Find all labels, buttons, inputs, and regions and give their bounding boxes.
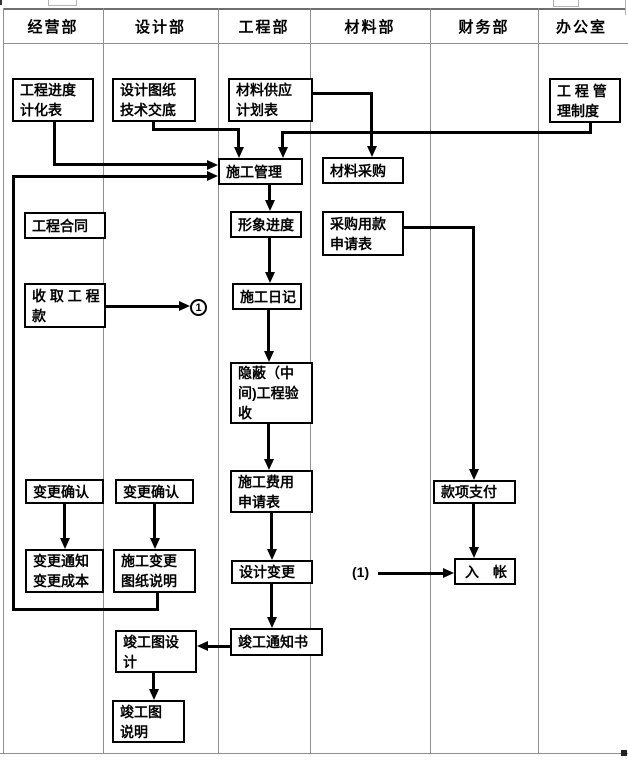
edge-asbuilt-notes-line — [152, 672, 155, 690]
edge-feedback-line-v1 — [156, 593, 159, 611]
edge-disclosure-line-v2 — [237, 128, 240, 148]
edge-feedback-line-v2 — [12, 175, 15, 611]
lane-header-design: 设计部 — [134, 18, 186, 36]
edge-diary-hidden-arrowhead — [264, 351, 274, 362]
edge-notice-asbuilt-arrowhead — [197, 641, 208, 651]
edge-progressplan-line-h — [53, 163, 208, 166]
edge-hidden-fee-arrowhead — [264, 459, 274, 470]
edge-disclosure-line-v1 — [152, 122, 155, 131]
edge-progress-diary-arrowhead — [265, 272, 275, 283]
edge-conn-book-line — [378, 572, 444, 575]
node-purchase-payment-request: 采购用款 申请表 — [322, 211, 404, 256]
lane-header-engineering: 工程部 — [238, 18, 290, 36]
node-bookkeeping: 入 帐 — [454, 558, 516, 585]
node-payment: 款项支付 — [433, 480, 516, 504]
edge-change-notice-line — [270, 583, 273, 618]
node-completion-notice: 竣工通知书 — [230, 628, 323, 656]
edge-conn-book-arrowhead — [443, 568, 454, 578]
edge-feedback-line-h1 — [12, 608, 159, 611]
edge-fee-change-arrowhead — [267, 549, 277, 560]
node-collect-payment: 收 取 工 程 款 — [24, 283, 106, 328]
lane-header-material: 材料部 — [344, 18, 396, 36]
edge-confirmdesign-line — [153, 503, 156, 539]
node-change-notice-cost: 变更通知 变更成本 — [25, 549, 104, 593]
scan-artifact-right-edge — [625, 0, 626, 15]
edge-supplyplan-line-v — [370, 92, 373, 147]
node-asbuilt-design: 竣工图设 计 — [115, 630, 197, 673]
edge-disclosure-arrowhead — [234, 147, 244, 158]
header-separator — [3, 43, 628, 44]
scan-artifact-top-right — [553, 0, 579, 7]
node-asbuilt-notes: 竣工图 说明 — [112, 700, 185, 743]
edge-rules-line-v2 — [281, 131, 284, 148]
scan-artifact-corner-left — [0, 0, 2, 5]
edge-purchase-payment-line-v — [472, 226, 475, 470]
edge-confirmbiz-line — [63, 503, 66, 539]
table-bottom-border — [0, 753, 628, 754]
node-construction-diary: 施工日记 — [232, 283, 302, 310]
node-material-supply-plan: 材料供应 计划表 — [228, 78, 313, 122]
edge-diary-hidden-line — [267, 309, 270, 352]
edge-payment-book-arrowhead — [469, 547, 479, 558]
column-line-5 — [538, 8, 539, 753]
edge-rules-line-v1 — [589, 122, 592, 134]
edge-confirmdesign-arrowhead — [150, 538, 160, 549]
lane-header-office: 办公室 — [555, 18, 607, 36]
node-construction-mgmt: 施工管理 — [218, 158, 303, 185]
edge-confirmbiz-arrowhead — [60, 538, 70, 549]
edge-purchase-payment-arrowhead — [469, 469, 479, 480]
edge-hidden-fee-line — [267, 424, 270, 460]
table-top-border — [3, 8, 625, 10]
edge-supplyplan-line-h — [312, 92, 373, 95]
edge-progressplan-line-v — [53, 122, 56, 165]
node-construction-fee-request: 施工费用 申请表 — [230, 470, 313, 513]
node-design-change: 设计变更 — [231, 560, 313, 584]
edge-asbuilt-notes-arrowhead — [149, 689, 159, 700]
edge-supplyplan-arrowhead — [367, 146, 377, 157]
column-line-4 — [430, 8, 431, 753]
edge-change-notice-arrowhead — [267, 617, 277, 628]
edge-disclosure-line-h — [152, 128, 240, 131]
node-design-disclosure: 设计图纸 技术交底 — [112, 78, 196, 122]
edge-notice-asbuilt-line — [207, 645, 230, 648]
scan-artifact-corner-bottom-right — [621, 750, 627, 756]
node-construction-change-drawing: 施工变更 图纸说明 — [113, 549, 196, 593]
edge-mgmt-progress-line — [268, 185, 271, 201]
edge-payment-book-line — [472, 503, 475, 548]
edge-feedback-line-h2 — [12, 175, 208, 178]
edge-progress-diary-line — [268, 238, 271, 273]
column-line-0 — [3, 8, 4, 753]
node-change-confirm-business: 变更确认 — [25, 479, 104, 504]
edge-feedback-arrowhead — [207, 171, 218, 181]
scan-artifact-top-left — [48, 0, 77, 6]
connector-1-paren: (1) — [352, 564, 370, 580]
node-progress-plan: 工程进度 计化表 — [12, 78, 94, 122]
node-change-confirm-design: 变更确认 — [115, 479, 194, 504]
node-contract: 工程合同 — [24, 212, 106, 239]
edge-mgmt-progress-arrowhead — [265, 200, 275, 211]
column-line-1 — [103, 8, 104, 753]
connector-1-circle: 1 — [190, 299, 207, 316]
edge-rules-line-h — [281, 131, 592, 134]
edge-fee-change-line — [270, 512, 273, 550]
node-hidden-acceptance: 隐蔽（中 间)工程验 收 — [230, 362, 313, 424]
lane-header-business: 经营部 — [27, 18, 79, 36]
node-material-purchase: 材料采购 — [322, 157, 404, 184]
edge-rules-arrowhead — [278, 147, 288, 158]
edge-purchase-payment-line-h — [404, 226, 475, 229]
node-management-rules: 工 程 管 理制度 — [549, 78, 621, 123]
edge-collect-conn-line — [106, 305, 180, 308]
edge-progressplan-arrowhead — [207, 160, 218, 170]
edge-collect-conn-arrowhead — [179, 301, 190, 311]
node-visual-progress: 形象进度 — [230, 211, 302, 238]
column-line-2 — [218, 8, 219, 753]
lane-header-finance: 财务部 — [458, 18, 510, 36]
